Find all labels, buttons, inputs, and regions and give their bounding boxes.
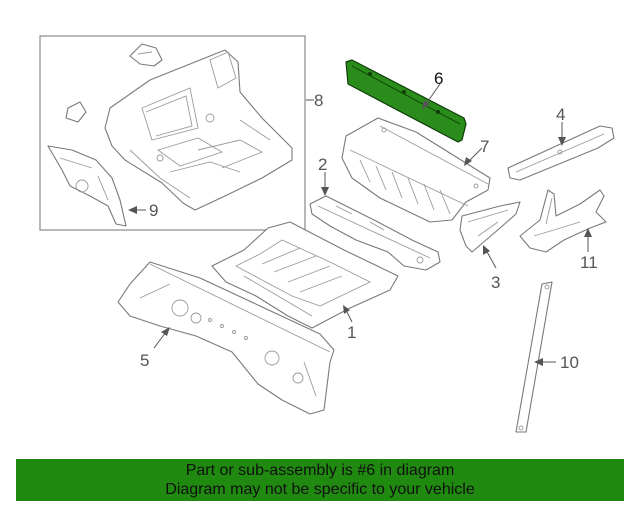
callout-1[interactable]: 1 bbox=[347, 323, 356, 342]
part-10-brace[interactable] bbox=[515, 281, 553, 433]
callout-3[interactable]: 3 bbox=[491, 273, 500, 292]
part-2-rail[interactable] bbox=[309, 195, 441, 271]
part-8-wheelhouse[interactable] bbox=[104, 49, 293, 211]
part-1-floor-pan[interactable] bbox=[211, 221, 399, 329]
info-banner: Part or sub-assembly is #6 in diagram Di… bbox=[16, 459, 624, 501]
part-3-bracket[interactable] bbox=[459, 201, 521, 253]
part-7-floor-section[interactable] bbox=[341, 117, 491, 223]
parts-diagram: 6 7 4 2 8 9 3 11 1 5 10 bbox=[39, 35, 615, 433]
banner-line-part: Part or sub-assembly is #6 in diagram bbox=[185, 462, 455, 479]
callout-4[interactable]: 4 bbox=[556, 105, 565, 124]
part-8-clip[interactable] bbox=[65, 101, 87, 123]
leader-lines bbox=[128, 83, 592, 366]
banner-line-disclaimer: Diagram may not be specific to your vehi… bbox=[165, 481, 475, 498]
part-5-cross-panel[interactable] bbox=[117, 261, 335, 415]
callout-5[interactable]: 5 bbox=[140, 351, 149, 370]
part-8-bracket-small[interactable] bbox=[129, 43, 163, 67]
callout-10[interactable]: 10 bbox=[560, 353, 579, 372]
callout-2[interactable]: 2 bbox=[318, 155, 327, 174]
part-11-bracket[interactable] bbox=[519, 189, 607, 253]
part-6-crossmember[interactable] bbox=[345, 59, 467, 143]
callout-6[interactable]: 6 bbox=[434, 69, 443, 88]
inset-frame bbox=[39, 35, 306, 231]
callout-7[interactable]: 7 bbox=[480, 137, 489, 156]
part-9-panel[interactable] bbox=[47, 145, 127, 227]
callout-8[interactable]: 8 bbox=[314, 91, 323, 110]
callout-9[interactable]: 9 bbox=[149, 201, 158, 220]
callout-11[interactable]: 11 bbox=[580, 253, 598, 272]
part-4-bracket[interactable] bbox=[507, 125, 615, 181]
